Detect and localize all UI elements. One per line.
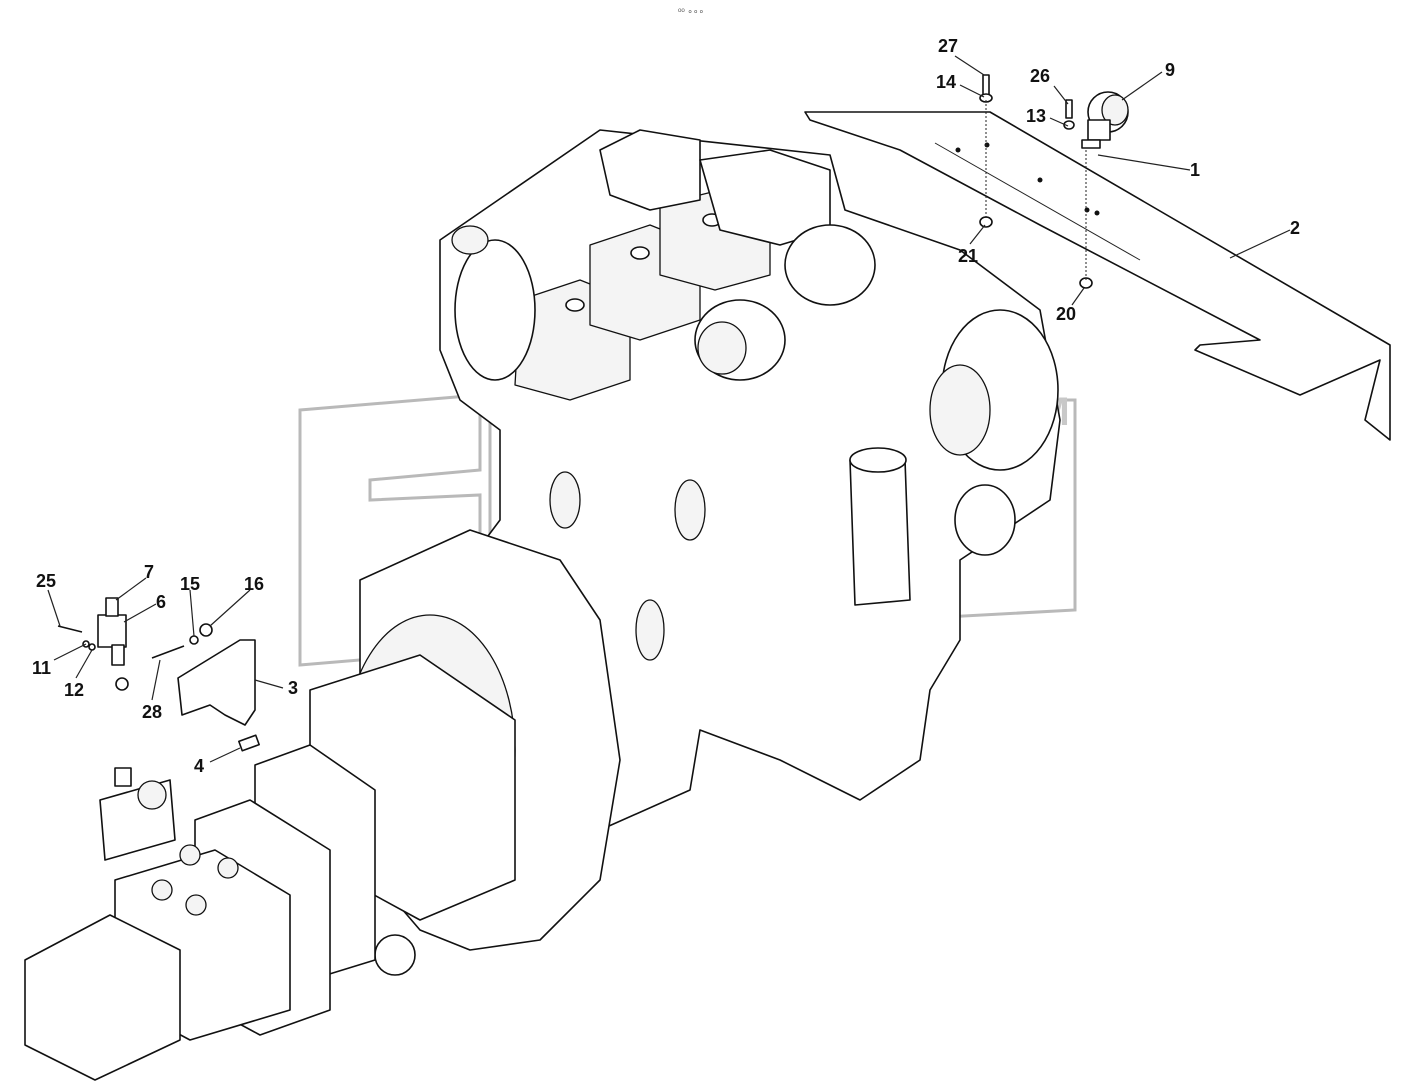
- callout-15: 15: [180, 574, 200, 594]
- callout-21: 21: [958, 246, 978, 266]
- callout-12: 12: [64, 680, 84, 700]
- callout-2: 2: [1290, 218, 1300, 238]
- callout-4: 4: [194, 756, 204, 776]
- callout-14: 14: [936, 72, 956, 92]
- callout-28: 28: [142, 702, 162, 722]
- callout-6: 6: [156, 592, 166, 612]
- callout-7: 7: [144, 562, 154, 582]
- callout-16: 16: [244, 574, 264, 594]
- valve-assembly: [57, 597, 213, 691]
- callout-27: 27: [938, 36, 958, 56]
- callout-20: 20: [1056, 304, 1076, 324]
- mounting-bracket: [177, 639, 260, 752]
- sensor-unit: [1081, 91, 1129, 149]
- hydraulic-pump: [24, 654, 516, 1081]
- bolt-hole: [1037, 177, 1043, 183]
- plate-fasteners: [979, 74, 1093, 289]
- bolt-hole: [1094, 210, 1100, 216]
- callout-1: 1: [1190, 160, 1200, 180]
- bolt-hole: [955, 147, 961, 153]
- bracket-plate: [804, 111, 1391, 441]
- callout-3: 3: [288, 678, 298, 698]
- bolt-hole: [1084, 207, 1090, 213]
- callout-9: 9: [1165, 60, 1175, 80]
- callout-26: 26: [1030, 66, 1050, 86]
- callout-labels: 27 14 26 13 9 1 2 21 20 25 7 6 15 16 11 …: [32, 36, 1300, 776]
- header-mark: ᵒᵒ ∘∘∘: [678, 6, 704, 16]
- leader-lines: [47, 55, 1291, 763]
- drain-plug: [374, 934, 416, 976]
- callout-11: 11: [32, 658, 51, 678]
- callout-13: 13: [1026, 106, 1046, 126]
- bolt-hole: [984, 142, 990, 148]
- callout-25: 25: [36, 571, 56, 591]
